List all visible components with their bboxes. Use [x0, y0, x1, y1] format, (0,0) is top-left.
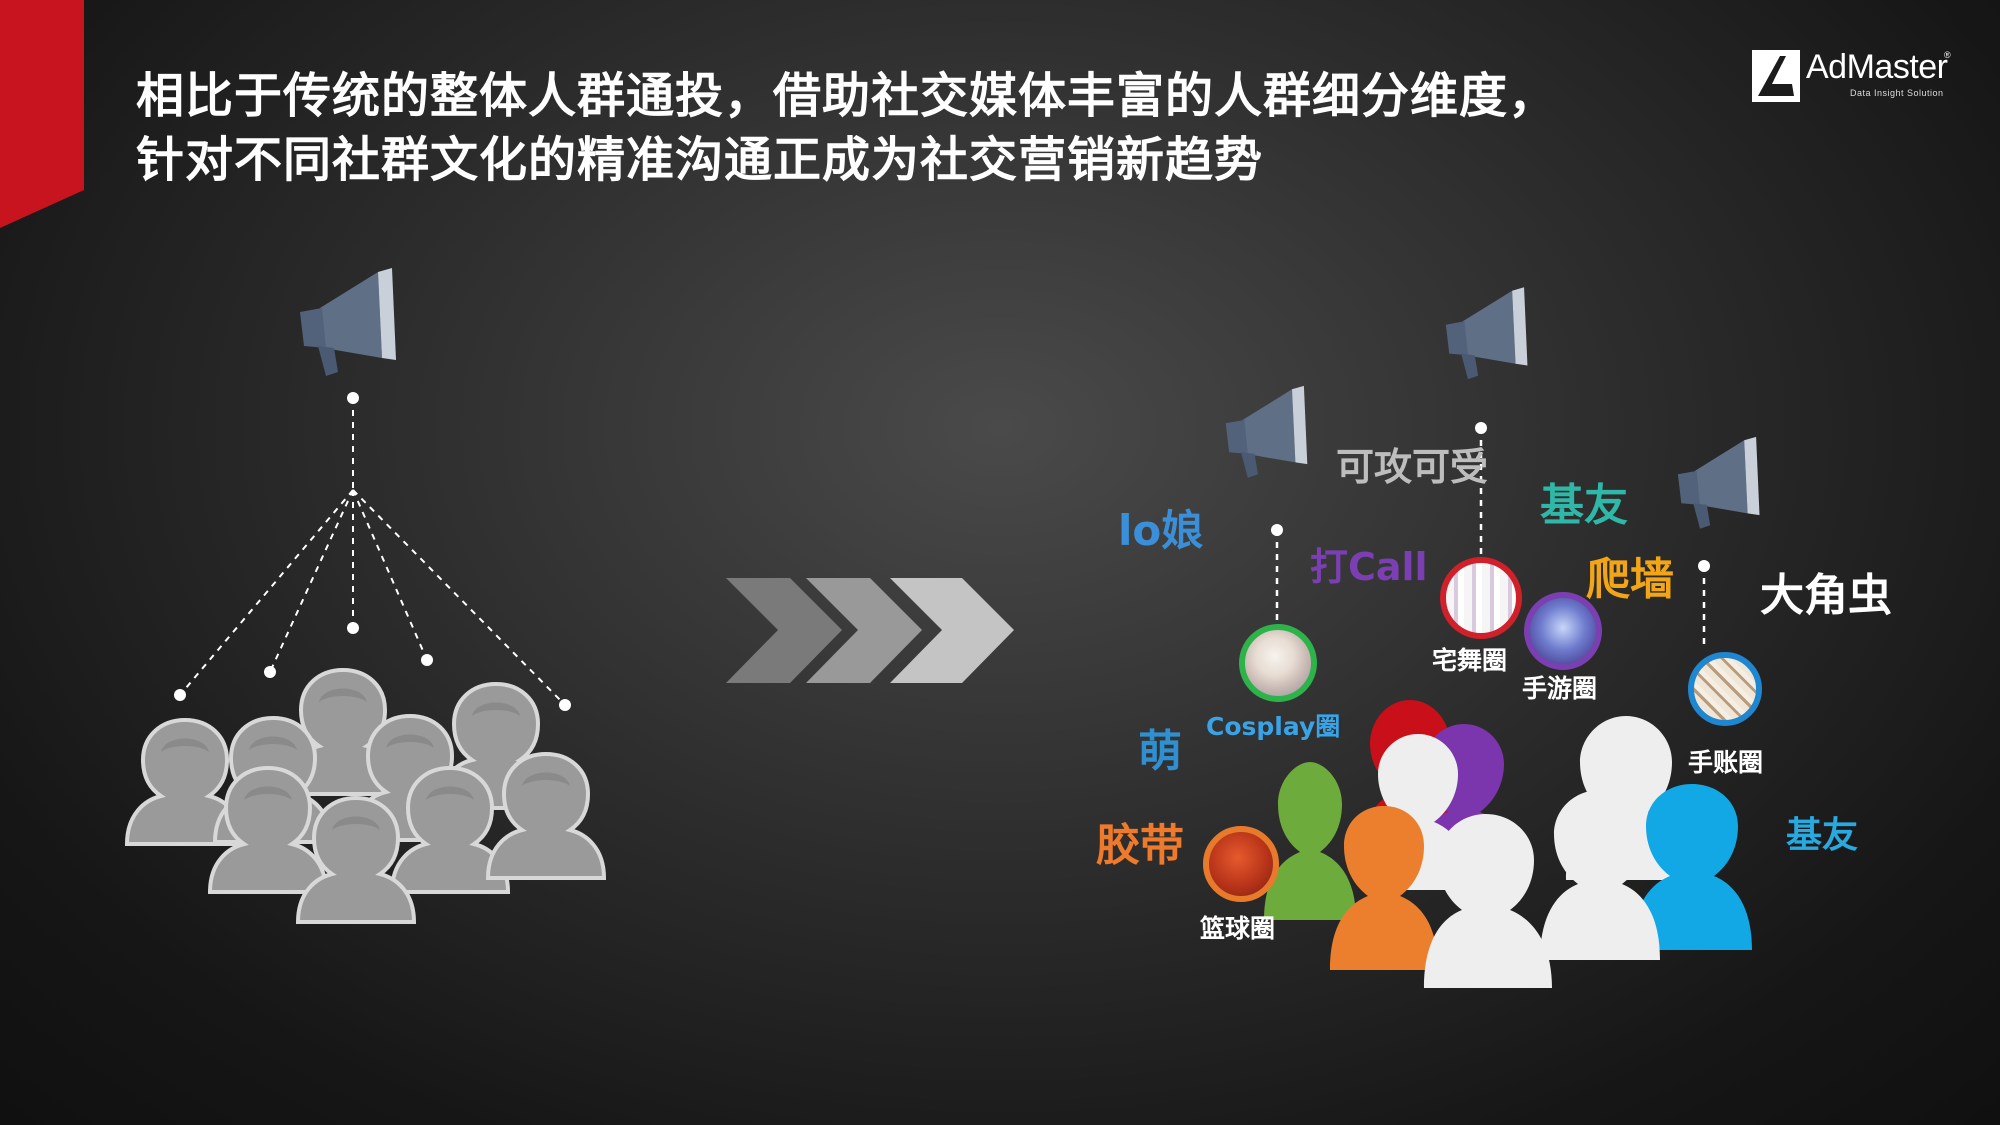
shou-you-circle-label: 手游圈 [1522, 674, 1598, 703]
broadcast-lines-right [1275, 428, 1706, 650]
crowd-right [1264, 700, 1752, 988]
zhai-wu-circle-badge [1440, 557, 1522, 639]
zhai-wu-circle-label: 宅舞圈 [1432, 646, 1508, 675]
chevron-right-arrows-icon [726, 578, 1014, 683]
shou-zhang-circle-badge [1688, 652, 1762, 726]
megaphone-icon-left [300, 268, 396, 376]
admaster-logo: AdMaster ® Data Insight Solution [1752, 48, 1952, 104]
keyword-da-call: 打Call [1310, 545, 1428, 589]
megaphone-icon-right-1 [1225, 385, 1308, 478]
broadcast-dots-right [1271, 422, 1710, 572]
admaster-mark-icon [1752, 50, 1800, 102]
cosplay-circle-label: Cosplay圈 [1206, 712, 1341, 741]
red-corner-accent [0, 0, 84, 228]
keyword-lo-niang: lo娘 [1118, 506, 1204, 555]
cosplay-circle-badge [1239, 624, 1317, 702]
keyword-meng: 萌 [1138, 726, 1182, 777]
broadcast-lines-left [179, 398, 566, 706]
page-title: 相比于传统的整体人群通投，借助社交媒体丰富的人群细分维度， 针对不同社群文化的精… [136, 64, 1557, 192]
logo-name: AdMaster [1806, 48, 1948, 86]
title-line-1: 相比于传统的整体人群通投，借助社交媒体丰富的人群细分维度， [136, 68, 1558, 124]
megaphone-icon-right-2 [1445, 287, 1528, 380]
keyword-pa-qiang: 爬墙 [1586, 554, 1674, 605]
megaphone-icon-right-3 [1677, 436, 1760, 529]
shou-you-circle-badge [1524, 592, 1602, 670]
title-line-2: 针对不同社群文化的精准沟通正成为社交营销新趋势 [136, 132, 1264, 188]
lan-qiu-circle-label: 篮球圈 [1200, 914, 1276, 943]
keyword-da-jiao-chong: 大角虫 [1760, 570, 1892, 621]
keyword-ji-you-bottom: 基友 [1786, 815, 1859, 856]
shou-zhang-circle-label: 手账圈 [1688, 748, 1764, 777]
broadcast-dots-left [174, 392, 571, 711]
keyword-jiao-dai: 胶带 [1096, 820, 1184, 871]
keyword-ke-gong-ke-shou: 可攻可受 [1336, 445, 1489, 489]
crowd-left [125, 668, 606, 924]
keyword-ji-you-top: 基友 [1540, 480, 1628, 531]
lan-qiu-circle-badge [1203, 826, 1279, 902]
logo-registered: ® [1944, 50, 1951, 60]
logo-tagline: Data Insight Solution [1850, 88, 1944, 98]
